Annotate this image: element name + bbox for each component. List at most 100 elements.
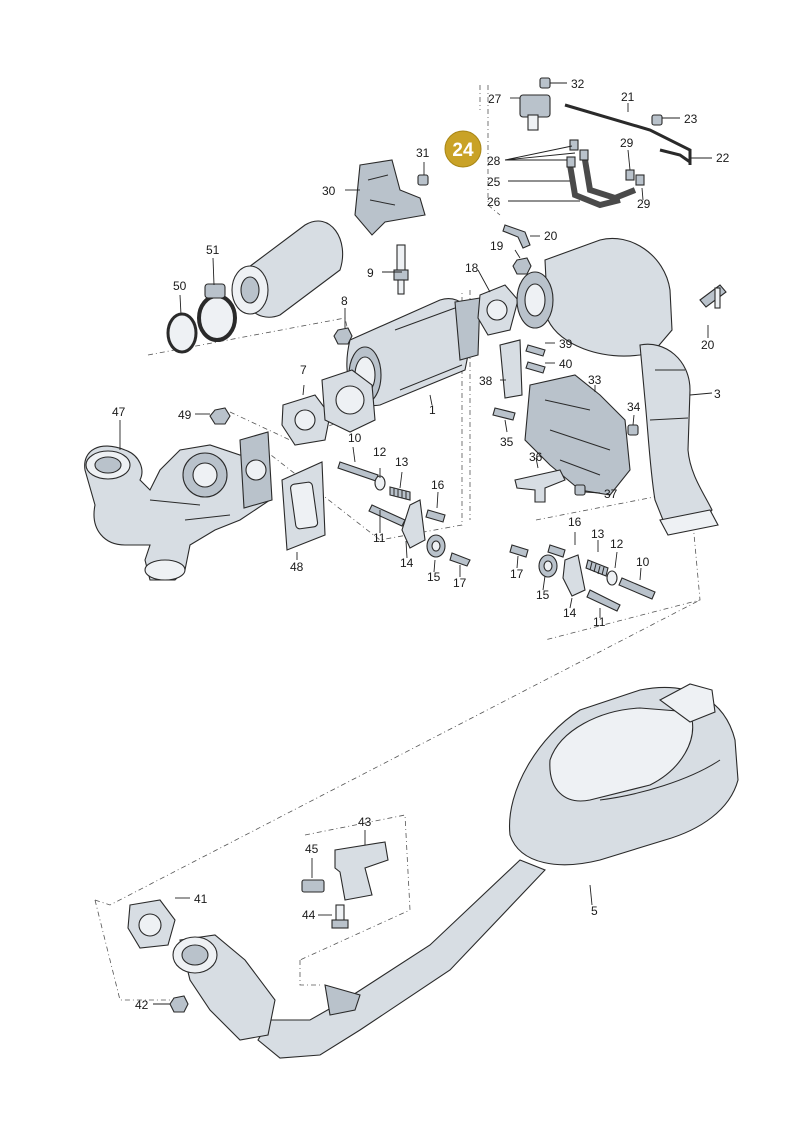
bolt-23 <box>651 114 663 126</box>
bolt-40 <box>525 361 546 374</box>
callout-20-lower: 20 <box>701 338 715 352</box>
callout-43: 43 <box>358 815 372 829</box>
pressure-line-22 <box>659 148 691 164</box>
callout-13-right: 13 <box>591 527 605 541</box>
gasket-7 <box>281 394 331 446</box>
front-catalyst-pipe <box>172 934 276 1041</box>
callout-19: 19 <box>490 239 504 253</box>
washer-12-left <box>374 475 386 491</box>
callout-40: 40 <box>559 357 573 371</box>
bolt-31 <box>417 174 429 186</box>
callout-14-right: 14 <box>563 606 577 620</box>
bolt-11-left <box>368 504 406 527</box>
particulate-filter-3 <box>516 238 719 536</box>
nut-8 <box>333 327 353 345</box>
callout-33: 33 <box>588 373 602 387</box>
callout-20-upper: 20 <box>544 229 558 243</box>
callout-34: 34 <box>627 400 641 414</box>
callout-32: 32 <box>571 77 585 91</box>
callout-labels: 1 3 5 7 8 9 10 10 11 11 12 12 13 13 14 1… <box>112 77 730 1012</box>
reference-badge-number: 24 <box>452 140 474 161</box>
bracket-30 <box>354 159 426 236</box>
rear-muffler-5 <box>508 683 739 866</box>
spring-13-left <box>389 486 411 501</box>
callout-11-left: 11 <box>373 531 386 545</box>
callout-47: 47 <box>112 405 126 419</box>
heat-shield-33 <box>524 374 631 496</box>
bolt-11-right <box>586 589 621 612</box>
bolt-32 <box>539 77 551 89</box>
callout-31: 31 <box>416 146 430 160</box>
callout-5: 5 <box>591 904 598 918</box>
callout-35: 35 <box>500 435 514 449</box>
nut-19 <box>512 257 532 275</box>
nut-49 <box>209 407 231 425</box>
bolt-37 <box>574 484 586 496</box>
bracket-36 <box>514 469 566 503</box>
callout-49: 49 <box>178 408 192 422</box>
bolt-16-left <box>425 509 446 523</box>
stud-10-right <box>618 577 656 600</box>
callout-28: 28 <box>487 154 501 168</box>
callout-18: 18 <box>465 261 479 275</box>
callout-11-right: 11 <box>593 615 606 629</box>
callout-39: 39 <box>559 337 573 351</box>
reference-badge: 24 <box>444 130 482 168</box>
callout-8: 8 <box>341 294 348 308</box>
catalytic-converter-upper <box>231 220 344 318</box>
stud-10-left <box>337 461 379 482</box>
callout-38: 38 <box>479 374 493 388</box>
callout-15-left: 15 <box>427 570 441 584</box>
callout-37: 37 <box>604 487 618 501</box>
callout-27: 27 <box>488 92 502 106</box>
callout-7: 7 <box>300 363 307 377</box>
turbo-outlet-gasket <box>281 461 326 551</box>
bracket-14-left <box>401 499 426 549</box>
callout-44: 44 <box>302 908 316 922</box>
clamp-ring-50 <box>166 312 198 354</box>
callout-15-right: 15 <box>536 588 550 602</box>
callout-3: 3 <box>714 387 721 401</box>
callout-16-right: 16 <box>568 515 582 529</box>
clip-45 <box>301 879 325 893</box>
leader-lines <box>119 82 713 1005</box>
spring-13-right <box>585 559 609 577</box>
clamps-28 <box>566 139 589 168</box>
bolt-16-right <box>547 544 566 558</box>
bracket-38 <box>499 339 523 399</box>
bracket-14-right <box>562 554 586 597</box>
bolt-44 <box>331 904 349 929</box>
pressure-sensor-27 <box>519 94 551 131</box>
callout-42: 42 <box>135 998 149 1012</box>
hose-25-26 <box>567 159 637 209</box>
callout-14-left: 14 <box>400 556 414 570</box>
callout-16-left: 16 <box>431 478 445 492</box>
clamps-29 <box>625 169 645 186</box>
bolt-39 <box>525 344 546 357</box>
callout-36: 36 <box>529 450 543 464</box>
catalytic-converter-1 <box>346 297 481 407</box>
gasket-18 <box>477 284 519 336</box>
callout-29-upper: 29 <box>620 136 634 150</box>
callout-12-left: 12 <box>373 445 387 459</box>
pressure-line-21 <box>564 103 692 165</box>
flange-gasket <box>321 369 376 433</box>
callout-10-left: 10 <box>348 431 362 445</box>
callout-30: 30 <box>322 184 336 198</box>
hanger-bracket-43 <box>334 841 389 901</box>
rubber-mount-15-left <box>426 534 446 558</box>
callout-17-right: 17 <box>510 567 524 581</box>
callout-51: 51 <box>206 243 220 257</box>
callout-10-right: 10 <box>636 555 650 569</box>
callout-29-lower: 29 <box>637 197 651 211</box>
callout-48: 48 <box>290 560 304 574</box>
turbocharger <box>84 431 273 581</box>
exhaust-pipe <box>257 859 546 1059</box>
callout-50: 50 <box>173 279 187 293</box>
callout-26: 26 <box>487 195 501 209</box>
bracket-plate <box>324 984 361 1016</box>
v-band-clamp-51 <box>197 283 237 342</box>
bolt-34 <box>627 424 639 436</box>
bolt-17-left <box>449 552 471 567</box>
